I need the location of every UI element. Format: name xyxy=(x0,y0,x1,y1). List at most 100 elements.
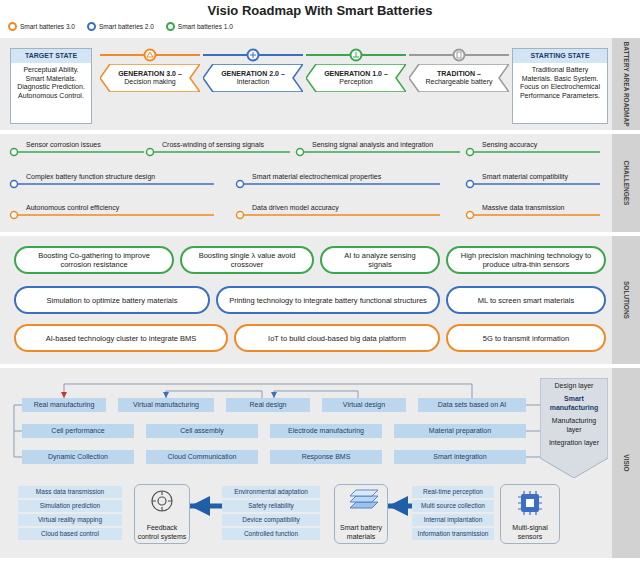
section-band: SOLUTIONS Boosting Co-gathering to improv… xyxy=(0,236,640,364)
node-subtext: Decision making xyxy=(113,78,187,86)
marker-dot xyxy=(467,212,474,219)
node-text: Virtual design xyxy=(325,401,403,409)
process-box: Material preparation xyxy=(394,424,526,438)
node-subtext: Perception xyxy=(319,78,393,86)
section-strip: VISIO xyxy=(612,368,640,558)
legend-swatch xyxy=(87,22,96,31)
section-band: BATTERY AREA ROADMAP TARGET STATEPerceptu… xyxy=(0,38,640,130)
feature-box: Information transmission xyxy=(412,528,494,540)
node-text: Multi source collection xyxy=(415,502,491,510)
challenge-label: Data driven model accuracy xyxy=(252,204,339,212)
generation-chevron: GENERATION 1.0 –Perception xyxy=(306,64,406,92)
icon-box: Multi-signal sensors xyxy=(500,484,560,544)
process-box: Cell performance xyxy=(22,424,134,438)
section-label: SOLUTIONS xyxy=(622,281,630,319)
connector xyxy=(190,504,222,509)
node-text: GENERATION 1.0 – xyxy=(319,70,393,78)
generation-chevron: GENERATION 2.0 –Interaction xyxy=(203,64,303,92)
marker-line xyxy=(244,214,440,216)
node-text: Controlled function xyxy=(225,530,317,538)
node-text: Electrode manufacturing xyxy=(273,427,379,435)
node-text: Printing technology to integrate battery… xyxy=(228,296,428,305)
node-subtext: Smart manufacturing xyxy=(545,395,603,412)
layer-arrow-box: Design layerSmart manufacturingManufactu… xyxy=(540,378,608,478)
challenge-label: Complex battery function structure desig… xyxy=(26,173,155,181)
state-box: TARGET STATEPerceptual Ability. Smart Ma… xyxy=(10,48,92,124)
node-text: STARTING STATE xyxy=(513,49,607,63)
connector xyxy=(388,504,412,509)
node-text: Real-time perception xyxy=(415,488,491,496)
section-band: VISIO Design layerSmart manufacturingManu… xyxy=(0,368,640,558)
marker-dot xyxy=(237,212,244,219)
marker-dot xyxy=(297,149,304,156)
solution-pill: Boosting Co-gathering to improve corrosi… xyxy=(14,246,174,274)
marker-dot xyxy=(11,149,18,156)
solution-pill: IoT to build cloud-based big data platfo… xyxy=(234,324,440,352)
legend-item: Smart batteries 3.0 xyxy=(8,22,75,31)
node-text: Material preparation xyxy=(397,427,523,435)
generation-chevron: TRADITION –Rechargeable battery xyxy=(409,64,509,92)
solution-pill: ML to screen smart materials xyxy=(446,286,606,314)
feature-box: Environmental adaptation xyxy=(222,486,320,498)
section-strip: SOLUTIONS xyxy=(612,236,640,364)
marker-dot xyxy=(467,149,474,156)
feature-box: Device compatibility xyxy=(222,514,320,526)
solution-pill: 5G to transmit information xyxy=(446,324,606,352)
challenge-label: Smart material electrochemical propertie… xyxy=(252,173,381,181)
node-text: Virtual manufacturing xyxy=(121,401,211,409)
node-text: Real manufacturing xyxy=(25,401,103,409)
process-box: Dynamic Collection xyxy=(22,450,134,464)
process-box: Cell assembly xyxy=(146,424,258,438)
node-text: Safety reliability xyxy=(225,502,317,510)
feature-box: Internal implantation xyxy=(412,514,494,526)
feature-box: Mass data transmission xyxy=(18,486,122,498)
diagram-title: Visio Roadmap With Smart Batteries xyxy=(0,3,640,18)
marker-line xyxy=(18,151,144,153)
node-text: High precision machining technology to p… xyxy=(458,251,594,269)
legend-item: Smart batteries 2.0 xyxy=(87,22,154,31)
process-box: Smart integration xyxy=(394,450,526,464)
node-text: Real design xyxy=(229,401,307,409)
node-text: Information transmission xyxy=(415,530,491,538)
node-text: Data sets based on AI xyxy=(421,401,523,409)
legend-item: Smart batteries 1.0 xyxy=(166,22,233,31)
node-text: ML to screen smart materials xyxy=(458,296,594,305)
solution-pill: AI-based technology cluster to integrate… xyxy=(14,324,228,352)
legend-swatch xyxy=(166,22,175,31)
section-strip: BATTERY AREA ROADMAP xyxy=(612,38,640,130)
node-subtext: Rechargeable battery xyxy=(422,78,496,86)
layers-icon xyxy=(350,490,378,508)
node-text: Smart integration xyxy=(397,453,523,461)
node-text: Dynamic Collection xyxy=(25,453,131,461)
feature-box: Controlled function xyxy=(222,528,320,540)
challenge-label: Autonomous control efficiency xyxy=(26,204,119,212)
marker-line xyxy=(18,183,214,185)
challenge-label: Sensor corrosion issues xyxy=(26,141,101,149)
marker-dot xyxy=(237,181,244,188)
process-box: Response BMS xyxy=(270,450,382,464)
process-box: Virtual design xyxy=(322,398,406,412)
node-text: AI-based technology cluster to integrate… xyxy=(26,334,216,343)
feature-box: Cloud based control xyxy=(18,528,122,540)
node-text: Internal implantation xyxy=(415,516,491,524)
node-text: Response BMS xyxy=(273,453,379,461)
feature-box: Virtual reality mapping xyxy=(18,514,122,526)
marker-line xyxy=(474,183,600,185)
node-text: Feedback control systems xyxy=(137,524,187,541)
icon-box: Feedback control systems xyxy=(134,484,190,544)
section-label: BATTERY AREA ROADMAP xyxy=(622,42,630,127)
node-text: AI to analyze sensing signals xyxy=(332,251,428,269)
section-label: CHALLENGES xyxy=(622,161,630,206)
roadmap-timeline xyxy=(100,50,509,61)
feature-box: Multi source collection xyxy=(412,500,494,512)
node-subtext: Perceptual Ability. Smart Materials. Dia… xyxy=(11,66,91,100)
marker-line xyxy=(474,214,600,216)
solution-pill: Printing technology to integrate battery… xyxy=(216,286,440,314)
node-text: Boosting Co-gathering to improve corrosi… xyxy=(26,251,162,269)
node-text: Simulation prediction xyxy=(21,502,119,510)
solution-pill: Simulation to optimize battery materials xyxy=(14,286,210,314)
marker-line xyxy=(244,183,440,185)
section-label: VISIO xyxy=(622,454,630,471)
feature-box: Simulation prediction xyxy=(18,500,122,512)
node-text: TRADITION – xyxy=(422,70,496,78)
